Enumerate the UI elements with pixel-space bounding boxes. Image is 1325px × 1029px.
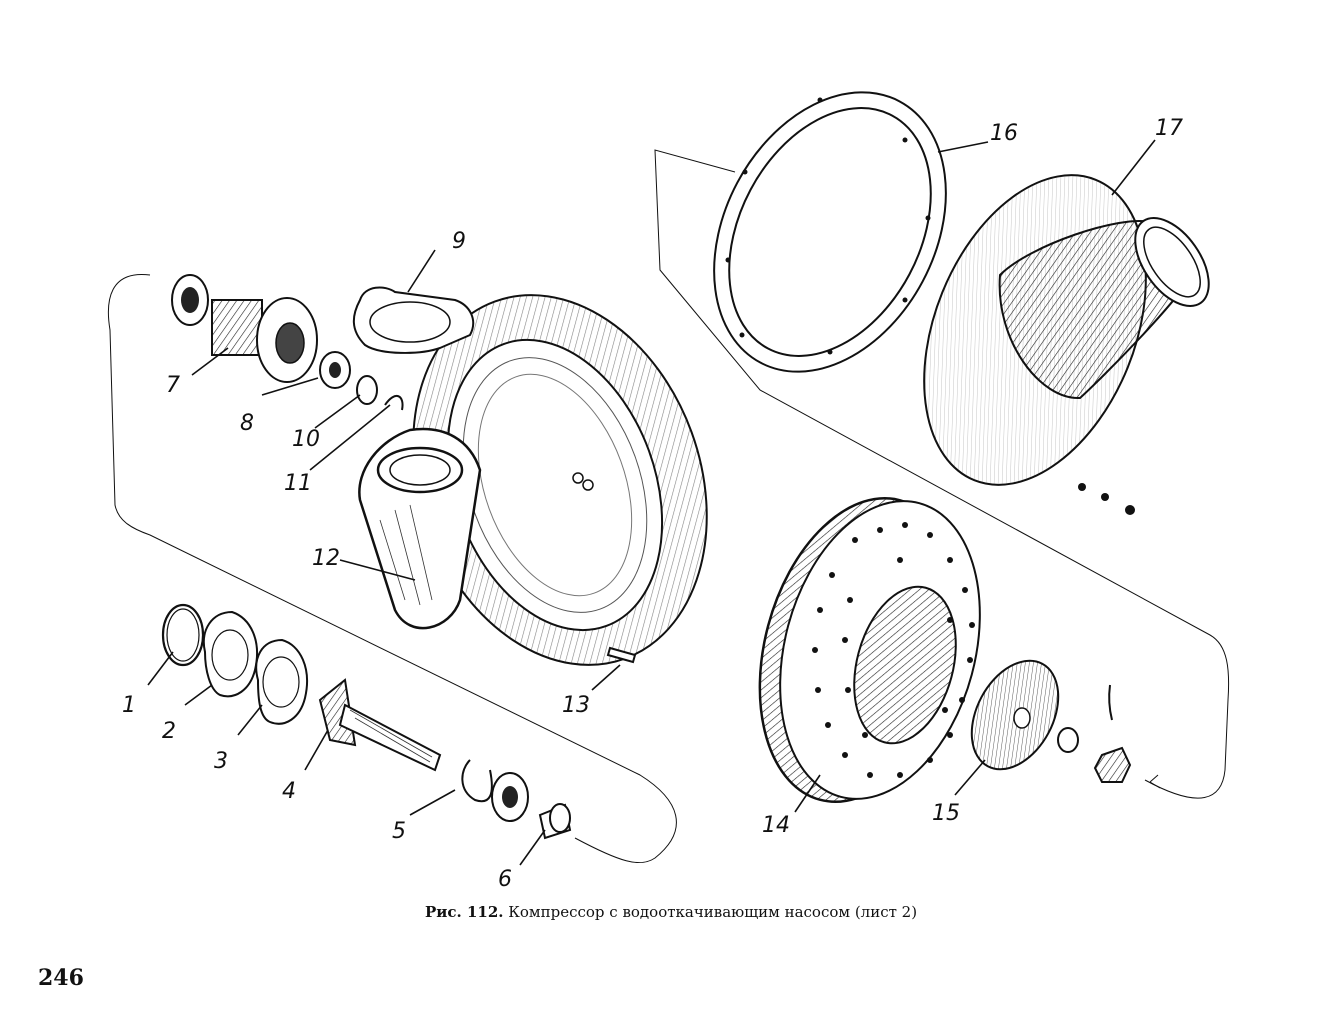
part-7-bearing-housing xyxy=(171,274,318,383)
assembly-axis-lines xyxy=(107,149,1230,864)
callout-14: 14 xyxy=(762,813,790,838)
leader-lines xyxy=(147,139,1156,866)
callout-5: 5 xyxy=(392,819,406,844)
part-12-housing xyxy=(358,294,708,666)
page-number: 246 xyxy=(38,965,84,991)
figure-caption: Рис. 112. Компрессор с водооткачивающим … xyxy=(425,903,917,921)
callout-11: 11 xyxy=(284,471,312,496)
callout-6: 6 xyxy=(498,867,512,892)
callout-15: 15 xyxy=(932,801,960,826)
part-9-gasket xyxy=(352,286,475,354)
callout-17: 17 xyxy=(1155,116,1183,141)
callout-7: 7 xyxy=(166,373,180,398)
callout-4: 4 xyxy=(282,779,296,804)
figure-number: Рис. 112. xyxy=(425,903,504,921)
callout-8: 8 xyxy=(240,411,254,436)
callout-10: 10 xyxy=(292,427,320,452)
callout-13: 13 xyxy=(562,693,590,718)
callout-labels: 1 2 3 4 5 6 7 8 9 10 11 12 13 14 15 16 1… xyxy=(122,116,1183,892)
part-16-gasket xyxy=(713,91,947,373)
part-13-pin xyxy=(606,646,637,664)
callout-16: 16 xyxy=(990,121,1018,146)
parts-1-2-3-gaskets xyxy=(161,603,308,725)
part-14-impeller xyxy=(758,497,981,803)
callout-2: 2 xyxy=(162,719,176,744)
callout-9: 9 xyxy=(452,229,466,254)
part-15-disc xyxy=(970,659,1132,783)
parts-8-10-11-rings xyxy=(319,351,404,411)
callout-3: 3 xyxy=(214,749,228,774)
part-17-cover xyxy=(923,174,1210,515)
parts-5-6-bearing xyxy=(461,759,572,840)
part-4-shaft xyxy=(318,678,442,772)
figure-title: Компрессор с водооткачивающим насосом (л… xyxy=(508,903,918,921)
callout-12: 12 xyxy=(312,546,340,571)
callout-1: 1 xyxy=(122,693,136,718)
